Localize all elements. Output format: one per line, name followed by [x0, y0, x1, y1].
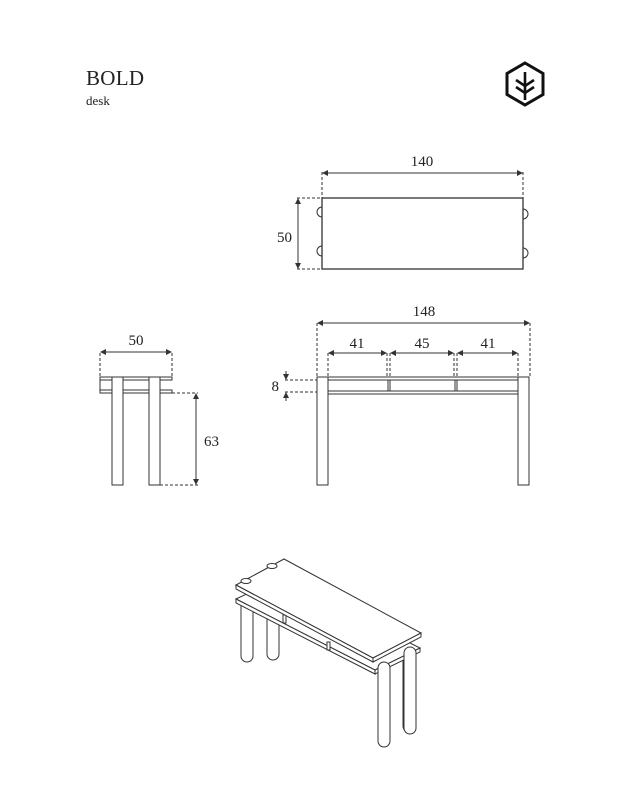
- top-view: [295, 170, 529, 270]
- side-height-label: 63: [204, 434, 219, 450]
- front-view: [283, 320, 531, 486]
- front-overall-width-label: 148: [413, 304, 436, 320]
- product-subtitle: desk: [86, 93, 110, 108]
- front-section-left-label: 41: [350, 336, 365, 352]
- side-depth-label: 50: [129, 333, 144, 349]
- top-width-label: 140: [411, 154, 434, 170]
- front-shelf-gap-label: 8: [272, 379, 280, 395]
- isometric-view: [234, 558, 423, 748]
- product-title: BOLD: [86, 66, 145, 90]
- side-view: [99, 349, 199, 486]
- front-section-right-label: 41: [481, 336, 496, 352]
- hexagon-tree-icon: [505, 61, 545, 107]
- front-section-middle-label: 45: [415, 336, 430, 352]
- top-depth-label: 50: [277, 230, 292, 246]
